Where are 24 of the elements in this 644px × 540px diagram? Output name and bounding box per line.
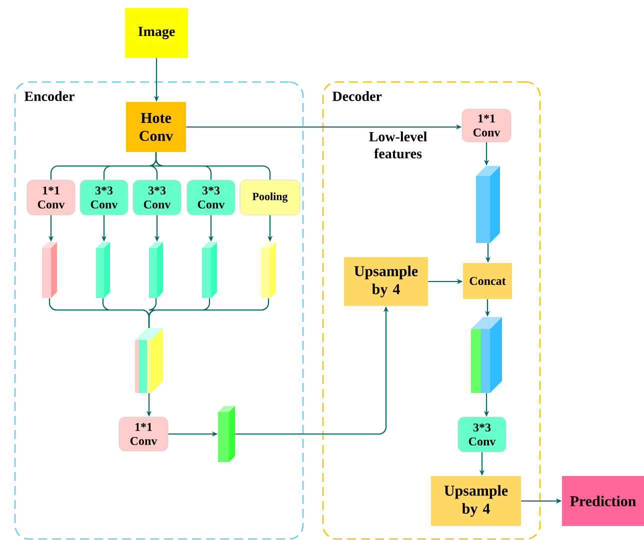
feature-map-block	[261, 242, 276, 298]
feature-map-block	[218, 406, 235, 462]
feature-map-block	[149, 242, 163, 298]
concat-box: Concat	[463, 263, 512, 299]
pooling-box: Pooling	[240, 180, 300, 216]
upsample-box: Upsample by 4	[344, 257, 428, 306]
feature-map-block	[96, 242, 110, 298]
conv-box: 1*1 Conv	[118, 416, 168, 452]
feature-map-block	[202, 242, 217, 298]
conv-box: 1*1 Conv	[26, 180, 76, 216]
feature-map-block	[471, 317, 502, 393]
conv-box: 3*3 Conv	[186, 180, 236, 216]
output-box: Prediction	[562, 476, 644, 526]
conv-box: 3*3 Conv	[458, 416, 506, 452]
upsample-box: Upsample by 4	[431, 476, 521, 526]
edge-label: Low-level features	[357, 130, 439, 160]
feature-map-block	[42, 242, 57, 298]
input-box: Image	[125, 8, 188, 58]
conv-box: Hote Conv	[126, 102, 186, 152]
conv-box: 3*3 Conv	[80, 180, 128, 216]
feature-map-block	[135, 328, 163, 393]
feature-map-block	[476, 166, 500, 243]
conv-box: 3*3 Conv	[132, 180, 182, 216]
conv-box: 1*1 Conv	[462, 108, 512, 142]
